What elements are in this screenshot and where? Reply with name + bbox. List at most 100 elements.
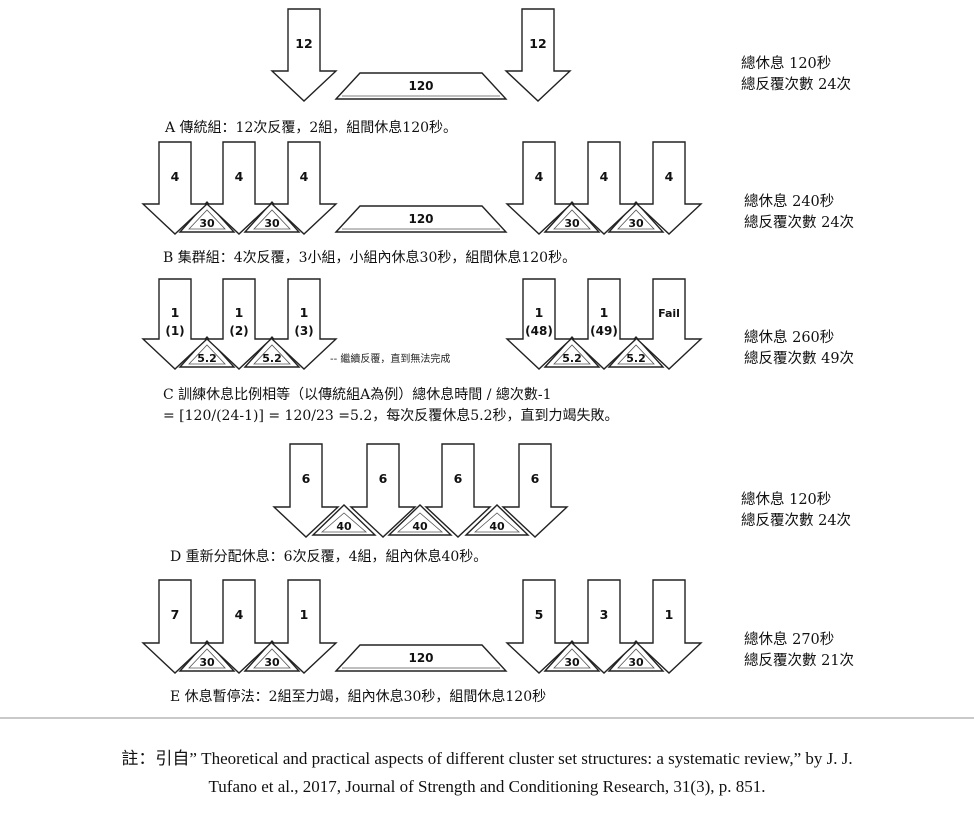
rest-label-c-0: 5.2 [197,352,217,365]
arrow-label-d-2: 6 [454,471,463,486]
rest-triangle-inner-d-1 [396,512,444,533]
arrow-sub-c-3: (48) [525,324,553,338]
arrow-e-1 [205,579,273,674]
totals-c: 總休息 260秒 總反覆次數 49次 [744,328,854,370]
rest-label-b-0: 30 [199,217,215,230]
rest-label-d-2: 40 [489,520,505,533]
rest-triangle-inner-e-1 [253,648,291,669]
footnote-divider [0,717,974,719]
arrow-b-2 [270,141,338,235]
arrow-sub-c-2: (3) [294,324,313,338]
rest-label-b-3: 30 [564,217,580,230]
rest-label-c-1: 5.2 [262,352,282,365]
arrow-label-c-2: 1 [300,305,309,320]
rest-label-e-0: 30 [199,656,215,669]
arrow-label-b-2: 4 [300,169,309,184]
rest-trapezoid-b-2 [334,205,508,233]
arrow-b-5 [635,141,703,235]
arrow-c-2 [270,278,338,370]
rest-label-d-1: 40 [412,520,428,533]
arrow-label-d-0: 6 [302,471,311,486]
totals-a: 總休息 120秒 總反覆次數 24次 [741,54,851,96]
rest-triangle-inner-c-0 [188,344,226,365]
arrow-sub-c-4: (49) [590,324,618,338]
caption-c-line-2: = [120/(24-1)] = 120/23 =5.2，每次反覆休息5.2秒，… [163,408,619,424]
arrow-b-1 [205,141,273,235]
rest-label-c-3: 5.2 [626,352,646,365]
rest-trapezoid-e-2 [334,644,508,672]
cluster-set-diagram: 120 12 12 30 30 120 30 30 4 4 4 4 4 4 5.2 5.2 5.2 5.2 1 (1)… [141,8,703,674]
arrow-label-b-4: 4 [600,169,609,184]
rest-triangle-inner-e-0 [188,648,226,669]
totals-b: 總休息 240秒 總反覆次數 24次 [744,192,854,234]
footnote: 註：引自” Theoretical and practical aspects … [0,745,974,801]
arrow-label-c-1: 1 [235,305,244,320]
arrow-label-b-5: 4 [665,169,674,184]
total-rest-a: 總休息 120秒 [741,56,832,72]
totals-e: 總休息 270秒 總反覆次數 21次 [744,630,854,672]
arrow-label-c-4: 1 [600,305,609,320]
rest-triangle-d-2 [464,504,530,536]
rest-triangle-d-1 [387,504,453,536]
total-reps-c: 總反覆次數 49次 [744,351,855,367]
arrow-c-0 [141,278,209,370]
rest-triangle-inner-c-1 [253,344,291,365]
arrow-d-2 [424,443,492,538]
total-rest-d: 總休息 120秒 [741,492,832,508]
rest-triangle-inner-b-4 [617,209,655,230]
rest-triangle-inner-e-4 [617,648,655,669]
rest-label-e-4: 30 [628,656,644,669]
arrow-b-4 [570,141,638,235]
arrow-label-a-1: 12 [529,36,546,51]
rest-triangle-inner-c-2 [553,344,591,365]
arrow-sub-c-0: (1) [165,324,184,338]
rest-label-e-2: 120 [408,651,433,665]
rest-label-e-3: 30 [564,656,580,669]
rest-label-b-4: 30 [628,217,644,230]
rest-triangle-inner-c-3 [617,344,655,365]
arrow-d-1 [349,443,417,538]
arrow-label-b-1: 4 [235,169,244,184]
rest-label-b-2: 120 [408,212,433,226]
arrow-label-c-5: Fail [658,307,680,320]
arrow-c-4 [570,278,638,370]
footnote-line-2: Tufano et al., 2017, Journal of Strength… [208,777,766,796]
rest-label-c-2: 5.2 [562,352,582,365]
rest-triangle-inner-e-3 [553,648,591,669]
arrow-label-c-0: 1 [171,305,180,320]
rest-trapezoid-a-0 [334,72,508,100]
arrow-a-1 [504,8,572,102]
rest-label-e-1: 30 [264,656,280,669]
arrow-label-e-5: 1 [665,607,674,622]
arrow-label-c-3: 1 [535,305,544,320]
caption-a: A 傳統組：12次反覆，2組，組間休息120秒。 [165,120,458,136]
rest-triangle-inner-d-0 [320,512,368,533]
arrow-label-e-1: 4 [235,607,244,622]
total-reps-a: 總反覆次數 24次 [741,77,852,93]
arrow-e-0 [141,579,209,674]
arrow-e-3 [505,579,573,674]
arrow-e-2 [270,579,338,674]
footnote-line-1: 註：引自” Theoretical and practical aspects … [121,749,853,768]
total-rest-e: 總休息 270秒 [744,632,835,648]
total-reps-e: 總反覆次數 21次 [744,653,855,669]
total-reps-b: 總反覆次數 24次 [744,215,855,231]
rest-label-a-0: 120 [408,79,433,93]
arrow-a-0 [270,8,338,102]
caption-c-line-1: C 訓練休息比例相等（以傳統組A為例）總休息時間 / 總次數-1 [163,387,552,403]
arrow-label-e-3: 5 [535,607,544,622]
arrow-label-e-0: 7 [171,607,180,622]
arrow-c-5 [635,278,703,370]
rest-label-b-1: 30 [264,217,280,230]
total-rest-b: 總休息 240秒 [744,194,835,210]
arrow-label-a-0: 12 [295,36,312,51]
arrow-label-b-3: 4 [535,169,544,184]
arrow-b-3 [505,141,573,235]
caption-c: C 訓練休息比例相等（以傳統組A為例）總休息時間 / 總次數-1 = [120/… [163,385,619,427]
arrow-label-e-2: 1 [300,607,309,622]
total-rest-c: 總休息 260秒 [744,330,835,346]
rest-triangle-inner-b-0 [188,209,226,230]
arrow-label-e-4: 3 [600,607,609,622]
arrow-e-5 [635,579,703,674]
caption-b: B 集群組：4次反覆，3小組，小組內休息30秒，組間休息120秒。 [163,250,577,266]
